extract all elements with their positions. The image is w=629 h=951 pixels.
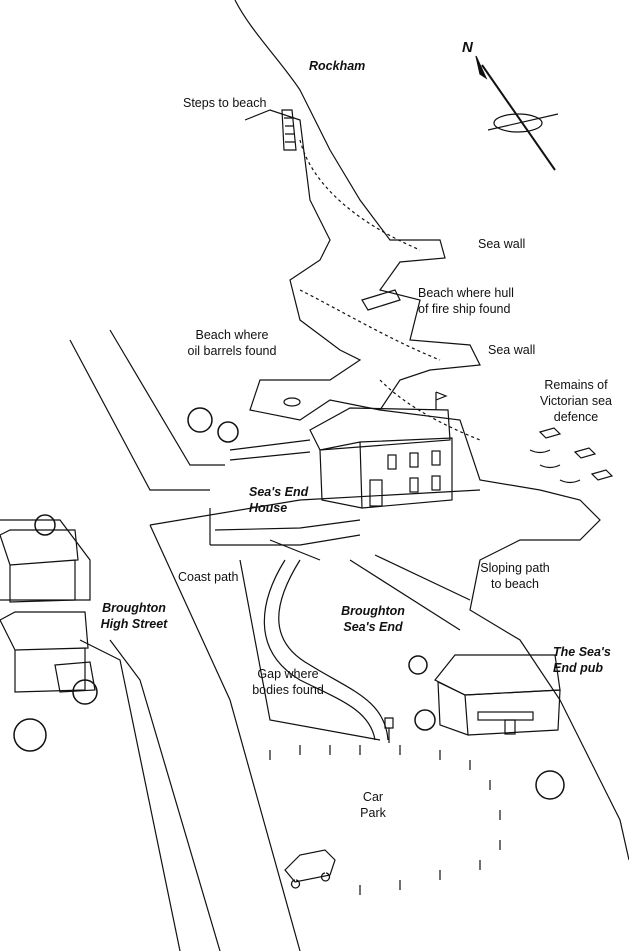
coast-path — [263, 559, 389, 741]
label-sea-wall-2: Sea wall — [488, 343, 536, 357]
seas-end-house — [309, 391, 453, 509]
seas-end-pub — [434, 654, 561, 736]
label-sea-wall-1: Sea wall — [478, 237, 526, 251]
fire-ship-hull — [361, 289, 401, 311]
car — [284, 849, 336, 889]
cliff-coastline — [234, 0, 629, 861]
sloping-path — [349, 554, 471, 631]
label-coast-path: Coast path — [178, 570, 239, 584]
label-rockham: Rockham — [309, 59, 366, 73]
compass-rose — [475, 55, 559, 171]
cliff-inner — [244, 109, 381, 421]
road — [0, 329, 225, 951]
seafront-road — [149, 489, 481, 951]
north-label: N — [462, 39, 473, 56]
sea-defence-remains — [529, 427, 614, 484]
sign-post — [384, 717, 394, 743]
oil-barrel — [283, 397, 301, 407]
label-steps-to-beach: Steps to beach — [183, 96, 267, 110]
fence — [209, 439, 361, 546]
steps — [281, 109, 297, 151]
trees — [13, 407, 565, 800]
houses-high-street — [0, 529, 96, 693]
car-park-posts — [269, 745, 501, 895]
